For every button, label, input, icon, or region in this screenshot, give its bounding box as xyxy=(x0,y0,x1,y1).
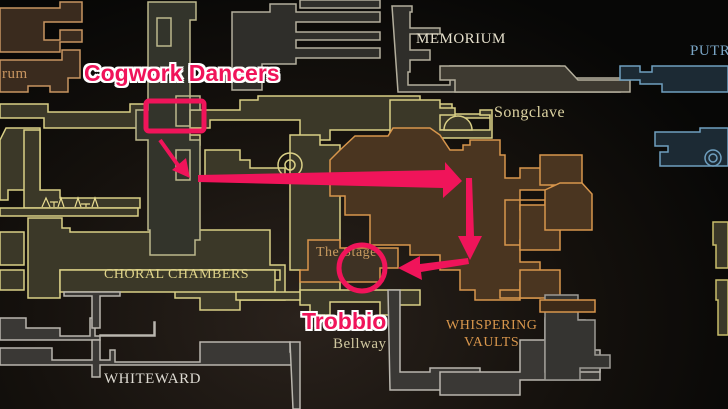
region-east-orange xyxy=(539,299,596,313)
label-whispering-vaults-line2: VAULTS xyxy=(464,335,520,350)
label-songclave: Songclave xyxy=(494,104,566,121)
region-east-olive xyxy=(712,221,728,336)
label-bellway: Bellway xyxy=(333,336,387,352)
callout-trobbio: Trobbio xyxy=(302,308,387,334)
callout-cogwork-dancers: Cogwork Dancers xyxy=(84,60,280,86)
label-choral-chambers: CHORAL CHAMBERS xyxy=(104,267,250,282)
region-memorium-corridors xyxy=(231,0,631,93)
cogwork-dancers-marker-box xyxy=(143,98,207,134)
label-whiteward: WHITEWARD xyxy=(104,371,201,387)
label-putrified: PUTR xyxy=(690,43,728,59)
label-partial-area: rum xyxy=(2,66,28,82)
region-whispering-vaults xyxy=(329,127,593,301)
route-arrows xyxy=(158,138,482,280)
bench-icons xyxy=(41,196,99,208)
region-memorium-west xyxy=(0,1,83,93)
label-memorium: MEMORIUM xyxy=(416,31,506,47)
label-whispering-vaults-line1: WHISPERING xyxy=(446,318,538,333)
region-putrified xyxy=(619,65,728,167)
trobbio-marker-circle xyxy=(336,242,388,294)
